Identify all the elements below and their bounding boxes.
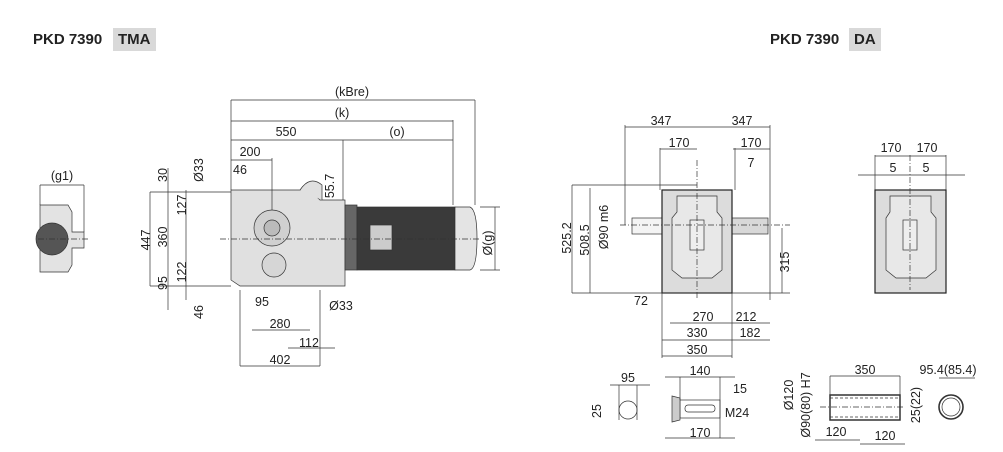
dim-label: Ø90(80) H7: [798, 372, 813, 438]
dim-label: 170: [740, 135, 762, 150]
dim-label: 112: [299, 335, 319, 350]
dim-label: 170: [880, 140, 902, 155]
dim-label: 95.4(85.4): [919, 362, 977, 377]
gearbox-end-view: [858, 155, 965, 294]
dim-label: 347: [650, 113, 672, 128]
dim-label: 120: [874, 428, 896, 443]
dim-label: 46: [191, 305, 206, 319]
dim-label: 5: [922, 160, 930, 175]
gearbox-front-view: [571, 125, 790, 358]
dim-label: 140: [689, 363, 711, 378]
gearbox-side-view: [149, 99, 500, 367]
left-model-title: PKD 7390: [33, 31, 103, 48]
dim-label: 330: [686, 325, 708, 340]
dim-label: 550: [275, 124, 297, 139]
dim-label: (g1): [50, 168, 74, 183]
dim-label: 55.7: [322, 173, 337, 199]
dim-label: 350: [686, 342, 708, 357]
dim-label: Ø33: [191, 158, 206, 182]
right-model-title: PKD 7390: [770, 31, 840, 48]
dim-label: 347: [731, 113, 753, 128]
dim-label: 182: [739, 325, 761, 340]
dim-label: 25(22): [908, 386, 923, 424]
dim-label: 30: [155, 168, 170, 182]
dim-label: 508.5: [577, 224, 592, 256]
dim-label: 170: [689, 425, 711, 440]
dim-label: 315: [777, 251, 792, 273]
dim-label: 200: [239, 144, 261, 159]
dim-label: Ø90 m6: [596, 204, 611, 250]
dim-label: (o): [389, 124, 405, 139]
dim-label: Ø(g): [480, 230, 495, 256]
hollow-shaft-detail: [815, 375, 975, 445]
dim-label: 95: [155, 276, 170, 290]
dim-label: 15: [733, 381, 747, 396]
dim-label: 447: [138, 229, 153, 251]
dim-label: (kBre): [334, 84, 370, 99]
dim-label: 270: [692, 309, 714, 324]
dim-label: 72: [634, 293, 648, 308]
dim-label: 122: [174, 261, 189, 283]
dim-label: 25: [589, 404, 604, 418]
dim-label: 525.2: [559, 222, 574, 254]
dim-label: (k): [334, 105, 350, 120]
dim-label: 5: [889, 160, 897, 175]
solid-shaft-detail: [610, 376, 735, 439]
dim-label: Ø120: [781, 379, 796, 411]
dim-label: 120: [825, 424, 847, 439]
dim-label: 46: [233, 162, 247, 177]
dim-label: M24: [724, 405, 750, 420]
dim-label: 212: [735, 309, 757, 324]
motor-end-view: [35, 184, 90, 273]
dim-label: 360: [155, 226, 170, 248]
dim-label: 170: [668, 135, 690, 150]
dim-label: 127: [174, 194, 189, 216]
dim-label: 95: [621, 370, 635, 385]
right-variant-badge: DA: [849, 28, 881, 51]
dim-label: Ø33: [329, 298, 353, 313]
dim-label: 350: [854, 362, 876, 377]
left-variant-badge: TMA: [113, 28, 156, 51]
dim-label: 95: [255, 294, 269, 309]
dim-label: 170: [916, 140, 938, 155]
dim-label: 280: [269, 316, 291, 331]
dim-label: 402: [269, 352, 291, 367]
dim-label: 7: [747, 155, 755, 170]
